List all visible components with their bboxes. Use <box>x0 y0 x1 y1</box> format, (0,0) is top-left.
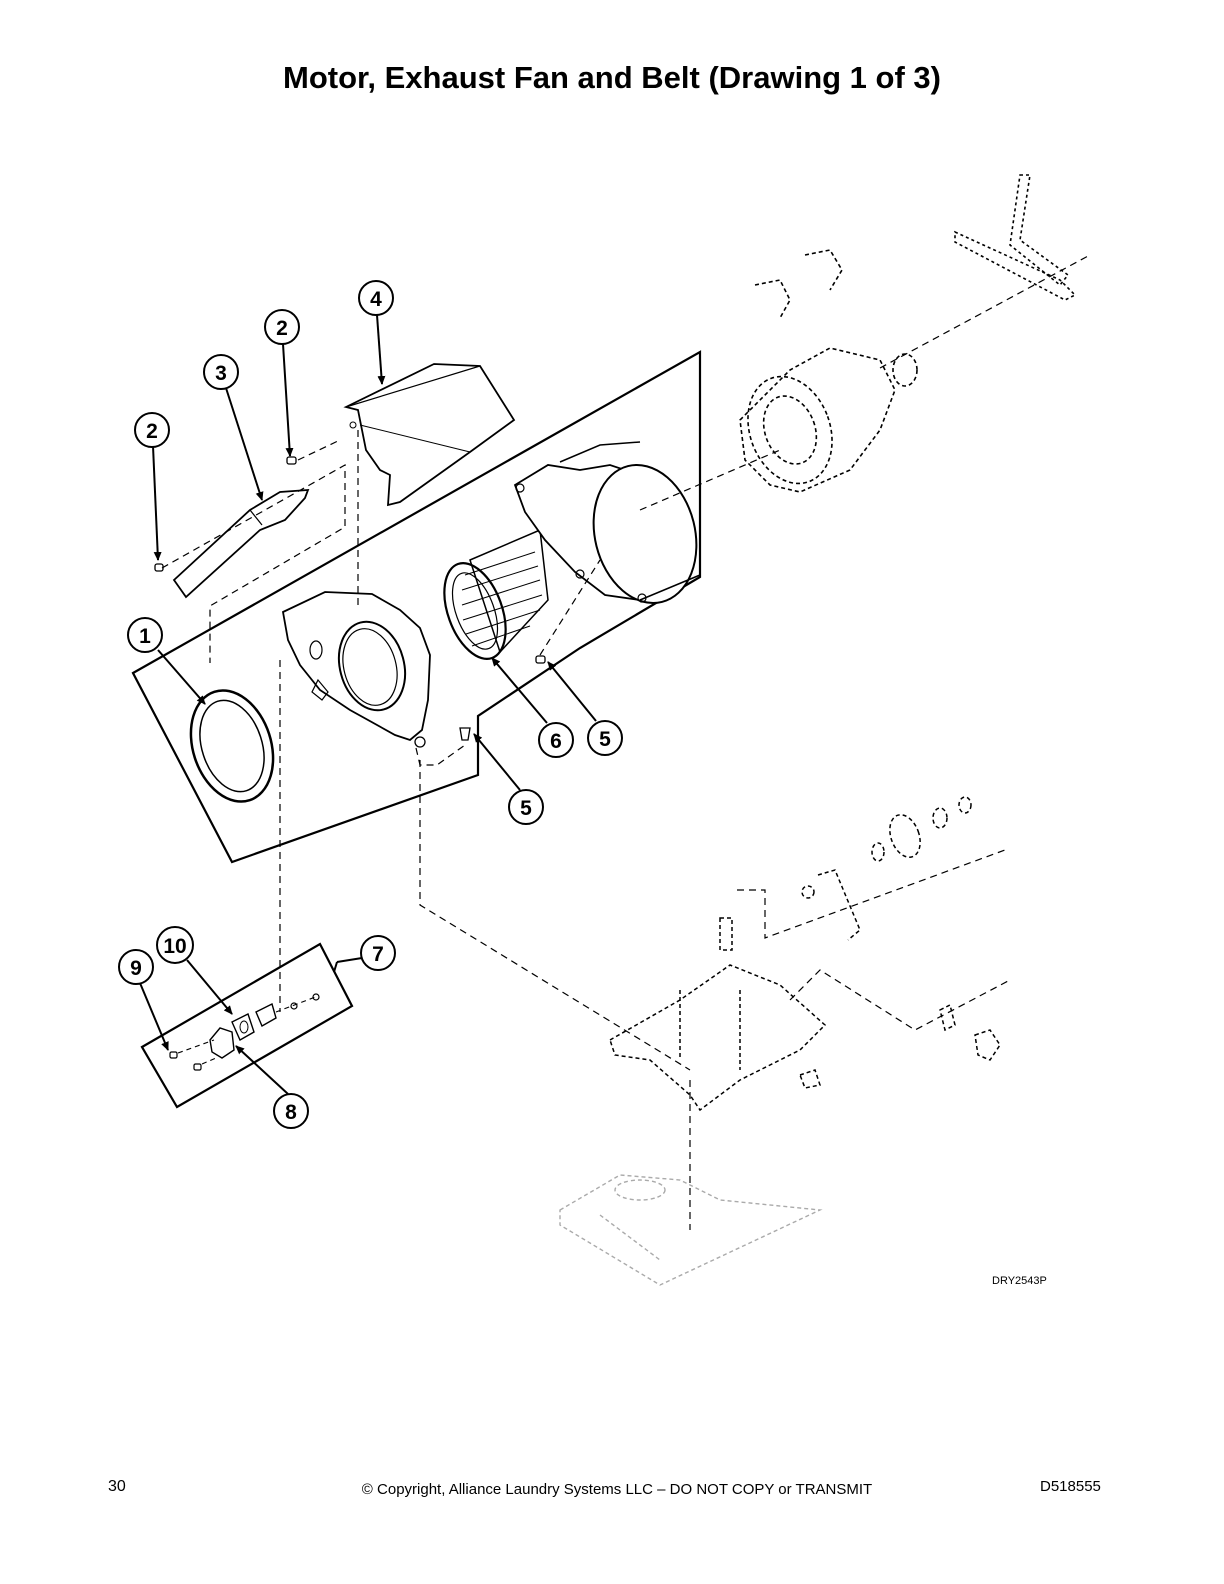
figure-code: DRY2543P <box>992 1275 1047 1287</box>
bracket-part <box>172 489 310 599</box>
sensor-group-panel <box>140 942 354 1109</box>
idler-assembly-part <box>609 796 1001 1112</box>
svg-text:1: 1 <box>139 625 151 648</box>
callout-7: 7 <box>360 935 396 971</box>
svg-text:6: 6 <box>550 730 562 753</box>
assembly-group-panel <box>131 350 702 864</box>
callout-2-left: 2 <box>134 412 170 448</box>
svg-text:9: 9 <box>130 957 142 980</box>
callout-1: 1 <box>127 617 163 653</box>
fan-housing-plate-part <box>281 591 431 748</box>
sensor-dash-lines <box>177 995 319 1065</box>
svg-text:7: 7 <box>372 943 384 966</box>
assembly-dash-lines <box>161 254 1091 1230</box>
svg-text:5: 5 <box>599 728 611 751</box>
idler-dash-lines <box>737 849 1011 1031</box>
drive-belt-part <box>954 174 1077 301</box>
svg-text:2: 2 <box>146 420 158 443</box>
base-plate-part <box>559 1174 823 1286</box>
page-number: 30 <box>108 1478 126 1495</box>
sensor-assembly-parts <box>169 993 320 1071</box>
svg-text:5: 5 <box>520 797 532 820</box>
svg-text:4: 4 <box>370 288 382 311</box>
document-number: D518555 <box>1040 1478 1101 1495</box>
callout-8: 8 <box>273 1093 309 1129</box>
svg-text:2: 2 <box>276 317 288 340</box>
callout-9: 9 <box>118 949 154 985</box>
callout-leaders <box>139 314 597 1095</box>
page-title: Motor, Exhaust Fan and Belt (Drawing 1 o… <box>283 60 941 95</box>
svg-text:3: 3 <box>215 362 227 385</box>
callout-5-lower: 5 <box>508 789 544 825</box>
copyright-notice: © Copyright, Alliance Laundry Systems LL… <box>361 1481 873 1498</box>
callout-4: 4 <box>358 280 394 316</box>
callout-5-right: 5 <box>587 720 623 756</box>
callout-3: 3 <box>203 354 239 390</box>
duct-cover-part <box>343 363 516 507</box>
motor-part <box>739 249 918 493</box>
fan-scroll-housing-part <box>513 441 701 604</box>
callout-6: 6 <box>538 722 574 758</box>
callout-2-right: 2 <box>264 309 300 345</box>
svg-text:10: 10 <box>163 935 186 958</box>
callout-10: 10 <box>156 926 194 964</box>
gasket-ring-part <box>189 689 275 803</box>
blower-wheel-part <box>443 528 549 660</box>
svg-text:8: 8 <box>285 1101 297 1124</box>
